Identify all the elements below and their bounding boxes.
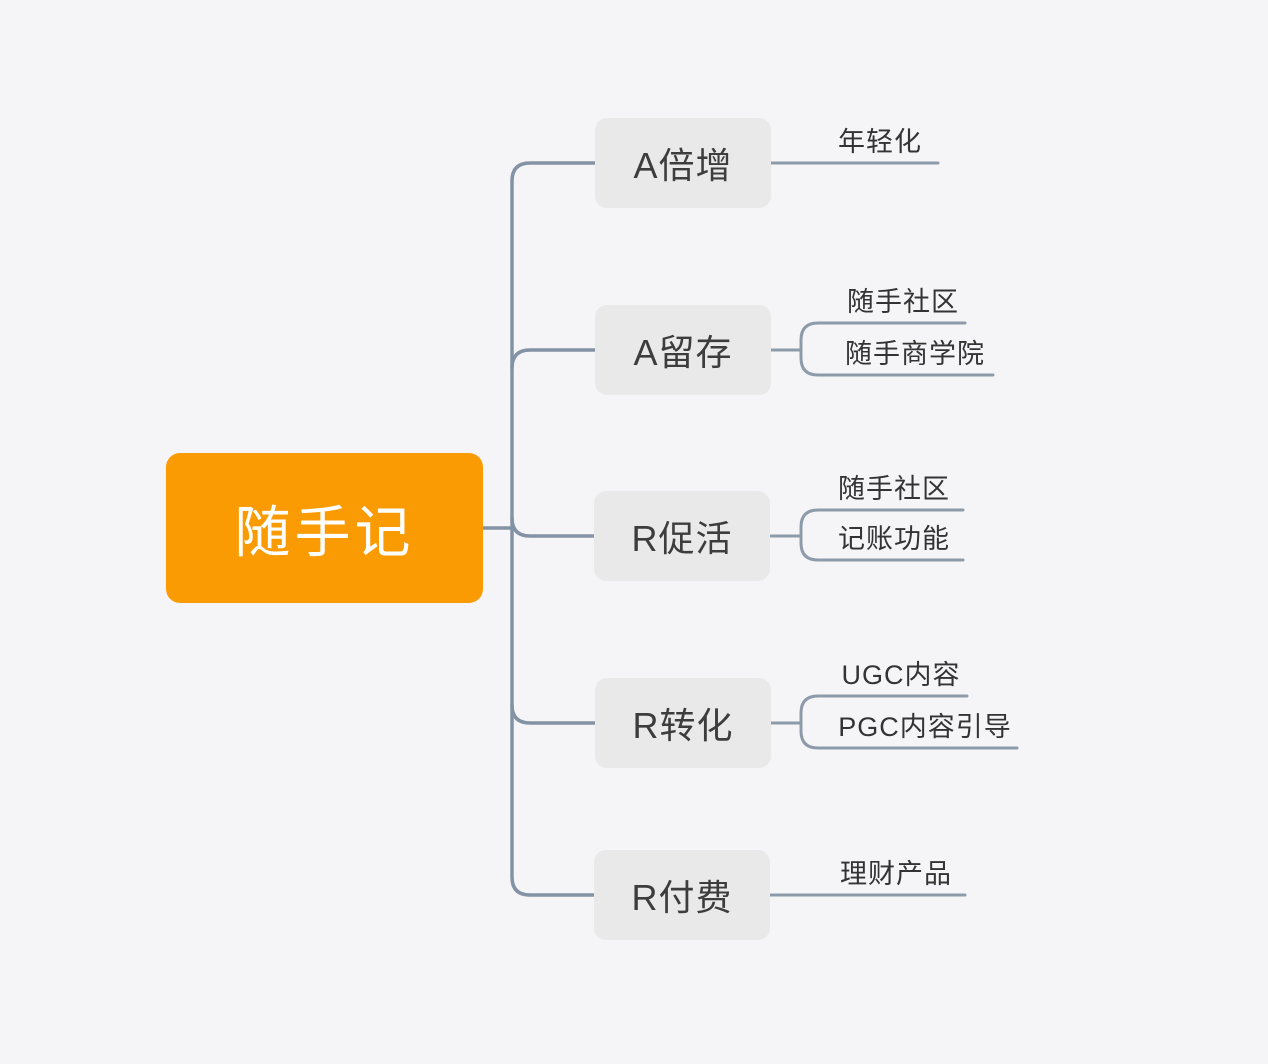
subtopic-label[interactable]: 记账功能 <box>838 524 950 554</box>
fork-a-retain <box>799 321 995 377</box>
subtopic-label[interactable]: UGC内容 <box>841 660 961 690</box>
connector-branch-a-retain <box>510 348 597 370</box>
branch-topic-r-activate[interactable]: R促活 <box>594 491 770 581</box>
connector-trunk <box>510 161 597 897</box>
root-topic[interactable]: 随手记 <box>166 453 483 603</box>
subtopic-label[interactable]: 理财产品 <box>840 859 952 889</box>
branch-topic-r-convert[interactable]: R转化 <box>595 678 771 768</box>
subtopic-label[interactable]: 年轻化 <box>838 127 922 157</box>
branch-topic-a-multiply[interactable]: A倍增 <box>595 118 771 208</box>
connector-branch-r-convert <box>510 703 597 725</box>
subtopic-label[interactable]: 随手商学院 <box>845 339 985 369</box>
connector-branch-r-activate <box>510 516 596 538</box>
branch-topic-r-pay[interactable]: R付费 <box>594 850 770 940</box>
fork-r-convert <box>799 694 1019 750</box>
fork-r-activate <box>799 508 965 562</box>
branch-topic-a-retain[interactable]: A留存 <box>595 305 771 395</box>
subtopic-label[interactable]: 随手社区 <box>847 287 959 317</box>
subtopic-label[interactable]: 随手社区 <box>838 474 950 504</box>
subtopic-label[interactable]: PGC内容引导 <box>838 712 1012 742</box>
